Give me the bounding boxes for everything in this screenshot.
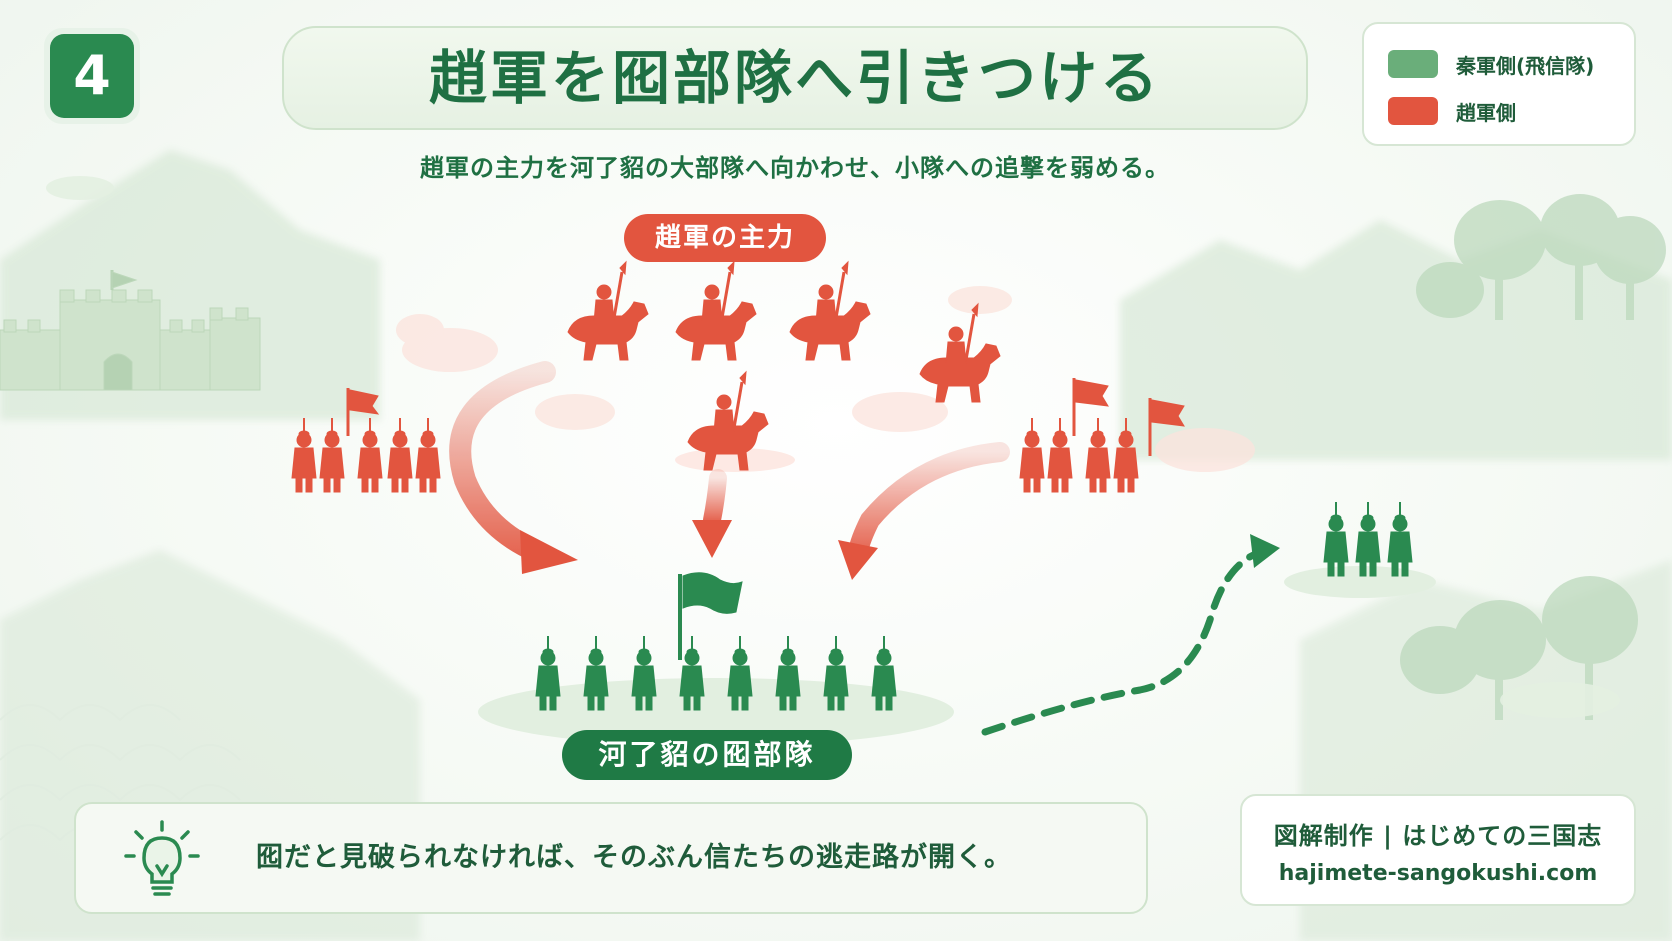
arrow-center-head bbox=[692, 520, 732, 558]
clouds-green bbox=[46, 176, 1620, 718]
credit-box: 図解制作 | はじめての三国志 hajimete-sangokushi.com bbox=[1240, 794, 1636, 906]
subtitle: 趙軍の主力を河了貂の大部隊へ向かわせ、小隊への追撃を弱める。 bbox=[420, 154, 1170, 182]
zhao-infantry-left bbox=[291, 388, 441, 493]
escape-route-arrowhead bbox=[1250, 534, 1280, 568]
wave-pattern bbox=[0, 704, 241, 842]
trees-right bbox=[1400, 194, 1666, 720]
arrow-left-head bbox=[520, 530, 578, 574]
castle-illustration bbox=[0, 270, 261, 391]
legend-label-qin: 秦軍側(飛信隊) bbox=[1456, 53, 1595, 78]
zhao-flag-left bbox=[349, 389, 380, 415]
arrow-right-curve bbox=[848, 442, 1010, 562]
clouds bbox=[396, 286, 1255, 472]
escape-route-line bbox=[981, 548, 1264, 736]
step-number: 4 bbox=[50, 34, 134, 118]
legend: 秦軍側(飛信隊) 趙軍側 bbox=[1362, 22, 1636, 146]
lightbulb-icon bbox=[124, 820, 200, 896]
credit-url: hajimete-sangokushi.com bbox=[1278, 861, 1598, 886]
title-banner: 趙軍を囮部隊へ引きつける bbox=[282, 26, 1308, 130]
decoy-unit-label: 河了貂の囮部隊 bbox=[562, 730, 852, 780]
zhao-flag-right-2 bbox=[1151, 399, 1185, 427]
hint-text: 囮だと見破られなければ、そのぶん信たちの逃走路が開く。 bbox=[256, 842, 1012, 873]
escape-route bbox=[981, 534, 1280, 736]
credit-title: 図解制作 | はじめての三国志 bbox=[1273, 822, 1603, 850]
zhao-flag-right-1 bbox=[1075, 379, 1109, 407]
zhao-infantry-right bbox=[1019, 378, 1185, 493]
arrow-right-head bbox=[838, 540, 878, 580]
arrow-center-shaft bbox=[703, 469, 727, 529]
zhao-main-label: 趙軍の主力 bbox=[624, 214, 826, 262]
legend-swatch-qin bbox=[1388, 50, 1438, 78]
legend-swatch-zhao bbox=[1388, 97, 1438, 125]
arrow-left-curve bbox=[449, 361, 556, 564]
page-title: 趙軍を囮部隊へ引きつける bbox=[428, 44, 1161, 112]
qin-escape-squad bbox=[1323, 501, 1413, 577]
legend-item-zhao: 趙軍側 bbox=[1388, 96, 1516, 126]
qin-decoy-soldiers bbox=[535, 572, 897, 711]
step-badge: 4 bbox=[44, 28, 140, 124]
zhao-pursuit-arrows bbox=[449, 361, 1010, 580]
legend-label-zhao: 趙軍側 bbox=[1456, 100, 1516, 125]
zhao-cavalry bbox=[566, 260, 1002, 472]
qin-flag bbox=[682, 572, 743, 614]
legend-item-qin: 秦軍側(飛信隊) bbox=[1388, 49, 1594, 79]
hint-box: 囮だと見破られなければ、そのぶん信たちの逃走路が開く。 bbox=[74, 802, 1148, 914]
